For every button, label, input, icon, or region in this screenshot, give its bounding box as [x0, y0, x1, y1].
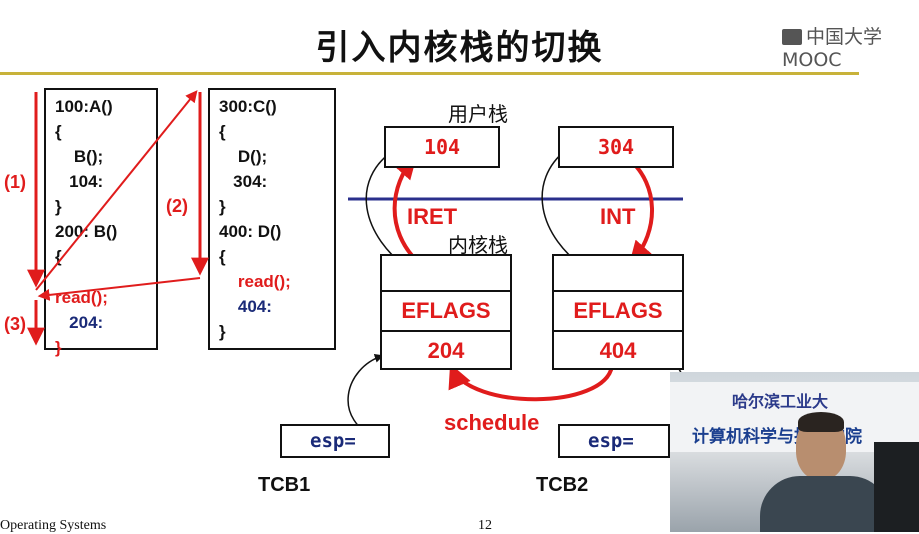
kernel-stack-left: EFLAGS 204	[380, 254, 512, 370]
title-rule	[0, 72, 859, 75]
schedule-arrow	[448, 363, 614, 402]
tcb1-esp-field: esp=	[280, 424, 390, 458]
monitor	[874, 442, 919, 532]
kernel-cell-eflags: EFLAGS	[554, 290, 682, 330]
tcb1-label: TCB1	[258, 474, 311, 496]
code-line-read: read();	[219, 272, 291, 291]
step-label-3: (3)	[4, 314, 26, 334]
kernel-cell-return: 204	[382, 330, 510, 370]
return-arrow	[37, 277, 201, 301]
code-line-brace: }	[55, 338, 62, 357]
kernel-stack-right: EFLAGS 404	[552, 254, 684, 370]
schedule-label: schedule	[444, 410, 540, 435]
code-line: 400: D()	[219, 222, 282, 241]
lecturer-video: 哈尔滨工业大 计算机科学与技术学院	[670, 372, 919, 532]
mooc-logo: 中国大学MOOC	[782, 26, 883, 71]
slide-title: 引入内核栈的切换	[315, 28, 604, 68]
left-code-box	[44, 88, 158, 350]
lecturer-hair	[798, 412, 844, 432]
right-code: 300:C() { D(); 304: } 400: D() { read();…	[219, 94, 291, 344]
footer-course: Operating Systems	[0, 518, 107, 533]
int-arrow	[628, 158, 654, 266]
code-line-brace: }	[219, 322, 226, 341]
code-line: }	[219, 197, 226, 216]
code-line: 100:A()	[55, 97, 113, 116]
page-number: 12	[478, 518, 492, 533]
kernel-cell-return: 404	[554, 330, 682, 370]
user-stack-label: 用户栈	[448, 102, 508, 126]
code-line: 300:C()	[219, 97, 277, 116]
user-stack-right: 304	[558, 126, 674, 168]
tcb2-esp-field: esp=	[558, 424, 670, 458]
code-line: 304:	[219, 172, 268, 191]
code-line: }	[55, 197, 62, 216]
mooc-logo-icon	[782, 29, 802, 45]
code-line-return: 204:	[55, 313, 104, 332]
banner-top: 哈尔滨工业大	[732, 392, 829, 411]
tcb2-label: TCB2	[536, 474, 589, 496]
int-label: INT	[600, 204, 636, 229]
code-line: {	[55, 247, 62, 266]
user-stack-left: 104	[384, 126, 500, 168]
step-label-2: (2)	[166, 196, 188, 216]
code-line: 104:	[55, 172, 104, 191]
step-label-1: (1)	[4, 172, 26, 192]
code-line: {	[219, 247, 226, 266]
code-line: {	[219, 122, 226, 141]
right-code-box	[208, 88, 336, 350]
code-line-return: 404:	[219, 297, 272, 316]
kernel-stack-label: 内核栈	[448, 233, 508, 257]
code-line: {	[55, 122, 62, 141]
left-code: 100:A() { B(); 104: } 200: B() { read();…	[55, 94, 117, 360]
lecturer-body	[760, 476, 890, 532]
code-line: D();	[219, 147, 268, 166]
iret-label: IRET	[407, 204, 458, 229]
code-line: B();	[55, 147, 104, 166]
kernel-cell-eflags: EFLAGS	[382, 290, 510, 330]
jump-arrow	[35, 90, 198, 291]
